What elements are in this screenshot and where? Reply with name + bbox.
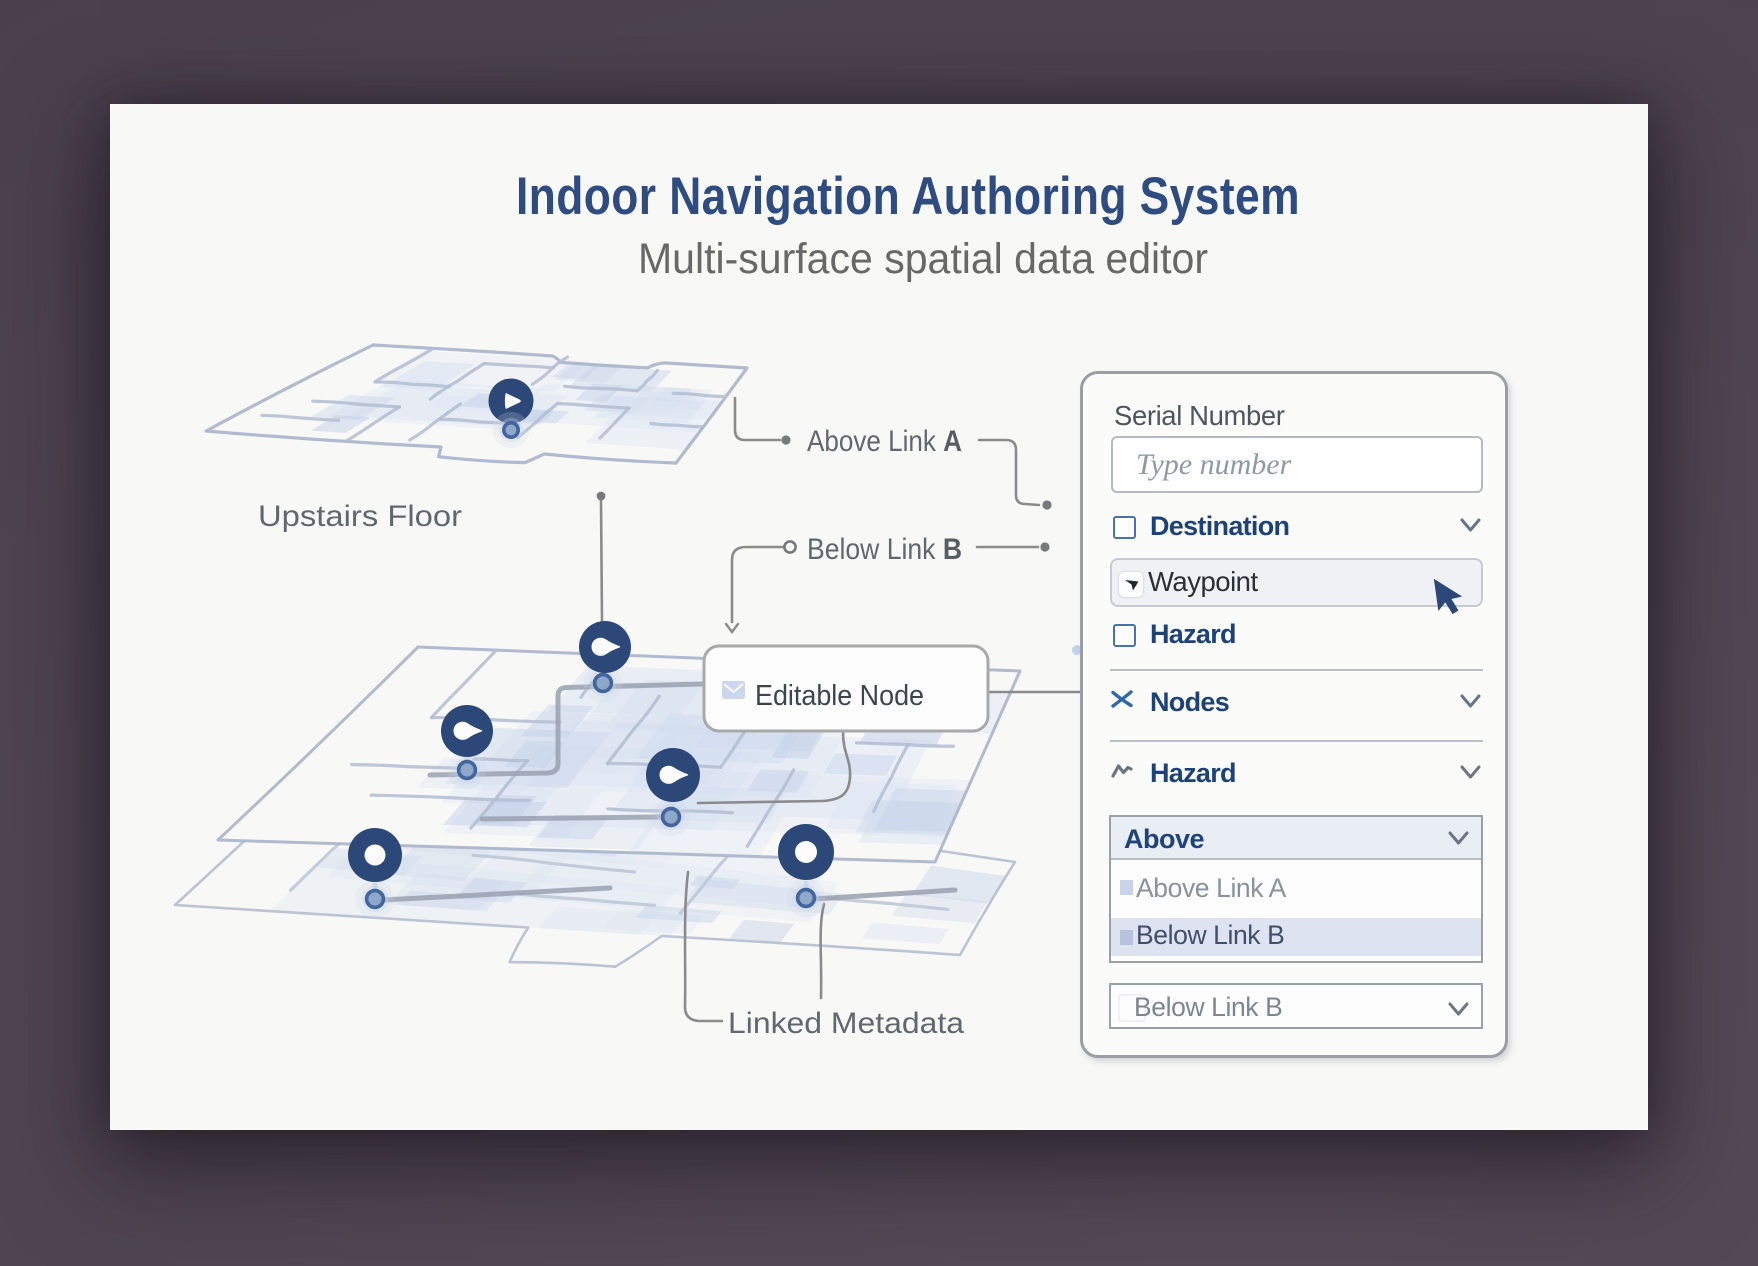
svg-text:Linked Metadata: Linked Metadata <box>728 1007 964 1040</box>
svg-text:Below Link B: Below Link B <box>807 533 962 566</box>
svg-text:Editable Node: Editable Node <box>755 680 924 712</box>
svg-text:Above Link A: Above Link A <box>807 425 962 458</box>
svg-text:Upstairs Floor: Upstairs Floor <box>258 500 462 533</box>
